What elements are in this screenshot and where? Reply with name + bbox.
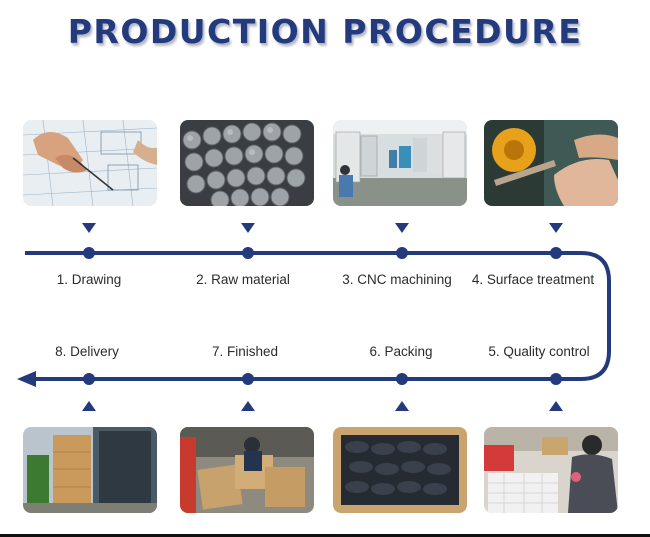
arrow-down-cnc-machining	[395, 223, 409, 233]
polishing-photo	[484, 120, 618, 206]
step-label-drawing: 1. Drawing	[56, 272, 122, 287]
node-finished	[242, 373, 254, 385]
node-delivery	[83, 373, 95, 385]
arrow-down-surface-treatment	[549, 223, 563, 233]
node-quality-control	[550, 373, 562, 385]
arrow-down-raw-material	[241, 223, 255, 233]
node-drawing	[83, 247, 95, 259]
inspection-photo	[484, 427, 618, 513]
aluminum-bars-photo	[180, 120, 314, 206]
bottom-divider	[0, 534, 650, 537]
arrow-up-packing	[395, 401, 409, 411]
flow-end-arrowhead	[17, 371, 36, 387]
arrow-up-finished	[241, 401, 255, 411]
arrow-down-drawing	[82, 223, 96, 233]
step-label-cnc-machining: 3. CNC machining	[342, 272, 452, 287]
node-cnc-machining	[396, 247, 408, 259]
container-loading-photo	[23, 427, 157, 513]
packed-parts-photo	[333, 427, 467, 513]
step-label-delivery: 8. Delivery	[55, 344, 119, 359]
step-label-surface-treatment: 4. Surface treatment	[471, 272, 595, 287]
step-label-finished: 7. Finished	[211, 344, 279, 359]
flow-line	[25, 251, 611, 381]
step-label-raw-material: 2. Raw material	[196, 272, 290, 287]
arrow-up-delivery	[82, 401, 96, 411]
step-label-packing: 6. Packing	[369, 344, 433, 359]
cartons-photo	[180, 427, 314, 513]
node-packing	[396, 373, 408, 385]
step-label-quality-control: 5. Quality control	[488, 344, 590, 359]
node-raw-material	[242, 247, 254, 259]
engineering-drawing-photo	[23, 120, 157, 206]
arrow-up-quality-control	[549, 401, 563, 411]
page-title: PRODUCTION PROCEDURE	[67, 12, 583, 51]
cnc-workshop-photo	[333, 120, 467, 206]
node-surface-treatment	[550, 247, 562, 259]
